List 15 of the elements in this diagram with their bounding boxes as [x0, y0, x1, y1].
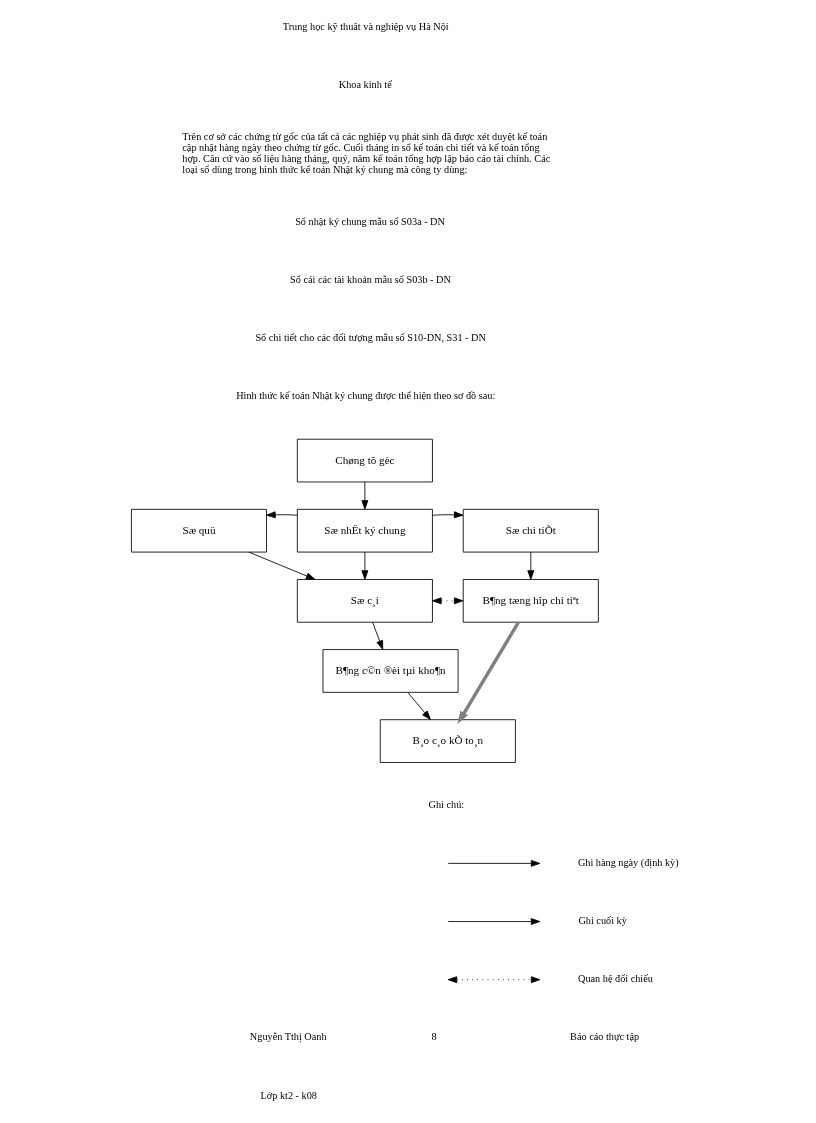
label: Lớp kt2 - k08	[260, 1089, 317, 1101]
legend-label: Quan hệ đối chiếu	[577, 973, 653, 985]
label: Nguyễn Tthị Oanh	[249, 1031, 327, 1043]
label: Ghi chú:	[428, 798, 464, 810]
label: Khoa kinh tế	[338, 78, 392, 90]
label: Trung học kỹ thuât và nghiệp vụ Hà Nội	[282, 20, 449, 32]
label: Sổ chi tiết cho các đối tượng mẫu số S10-DN, S31 - DN	[254, 331, 486, 343]
label: Báo cáo thực tập	[569, 1031, 639, 1043]
label: 8	[431, 1031, 437, 1043]
label: Sổ cái các tài khoản mẫu số S03b - DN	[289, 273, 451, 285]
label: Hình thức kế toán Nhật ký chung được thể hiện theo sơ đồ sau:	[235, 390, 495, 402]
legend-label: Ghi cuối kỳ	[577, 915, 627, 927]
label: Sổ nhật ký chung mẫu số S03a - DN	[294, 215, 445, 227]
legend-label: Ghi hàng ngày (định kỳ)	[577, 857, 679, 869]
label: Trên cơ sở các chứng từ gốc của tất cả các nghiệp vụ phát sinh đã được xét duyệt kế toán cập nhật hàng ngày theo chứng từ gốc. Cuối tháng in sổ kế toán chi tiết và kế toán tổng hợp. Căn cứ vào số liệu hàng tháng, quý, năm kế toán tổng hợp lập báo cáo tài chính. Các loại sổ dùng trong hình thức kế toán Nhật ký chung mà công ty dùng:	[181, 130, 550, 175]
